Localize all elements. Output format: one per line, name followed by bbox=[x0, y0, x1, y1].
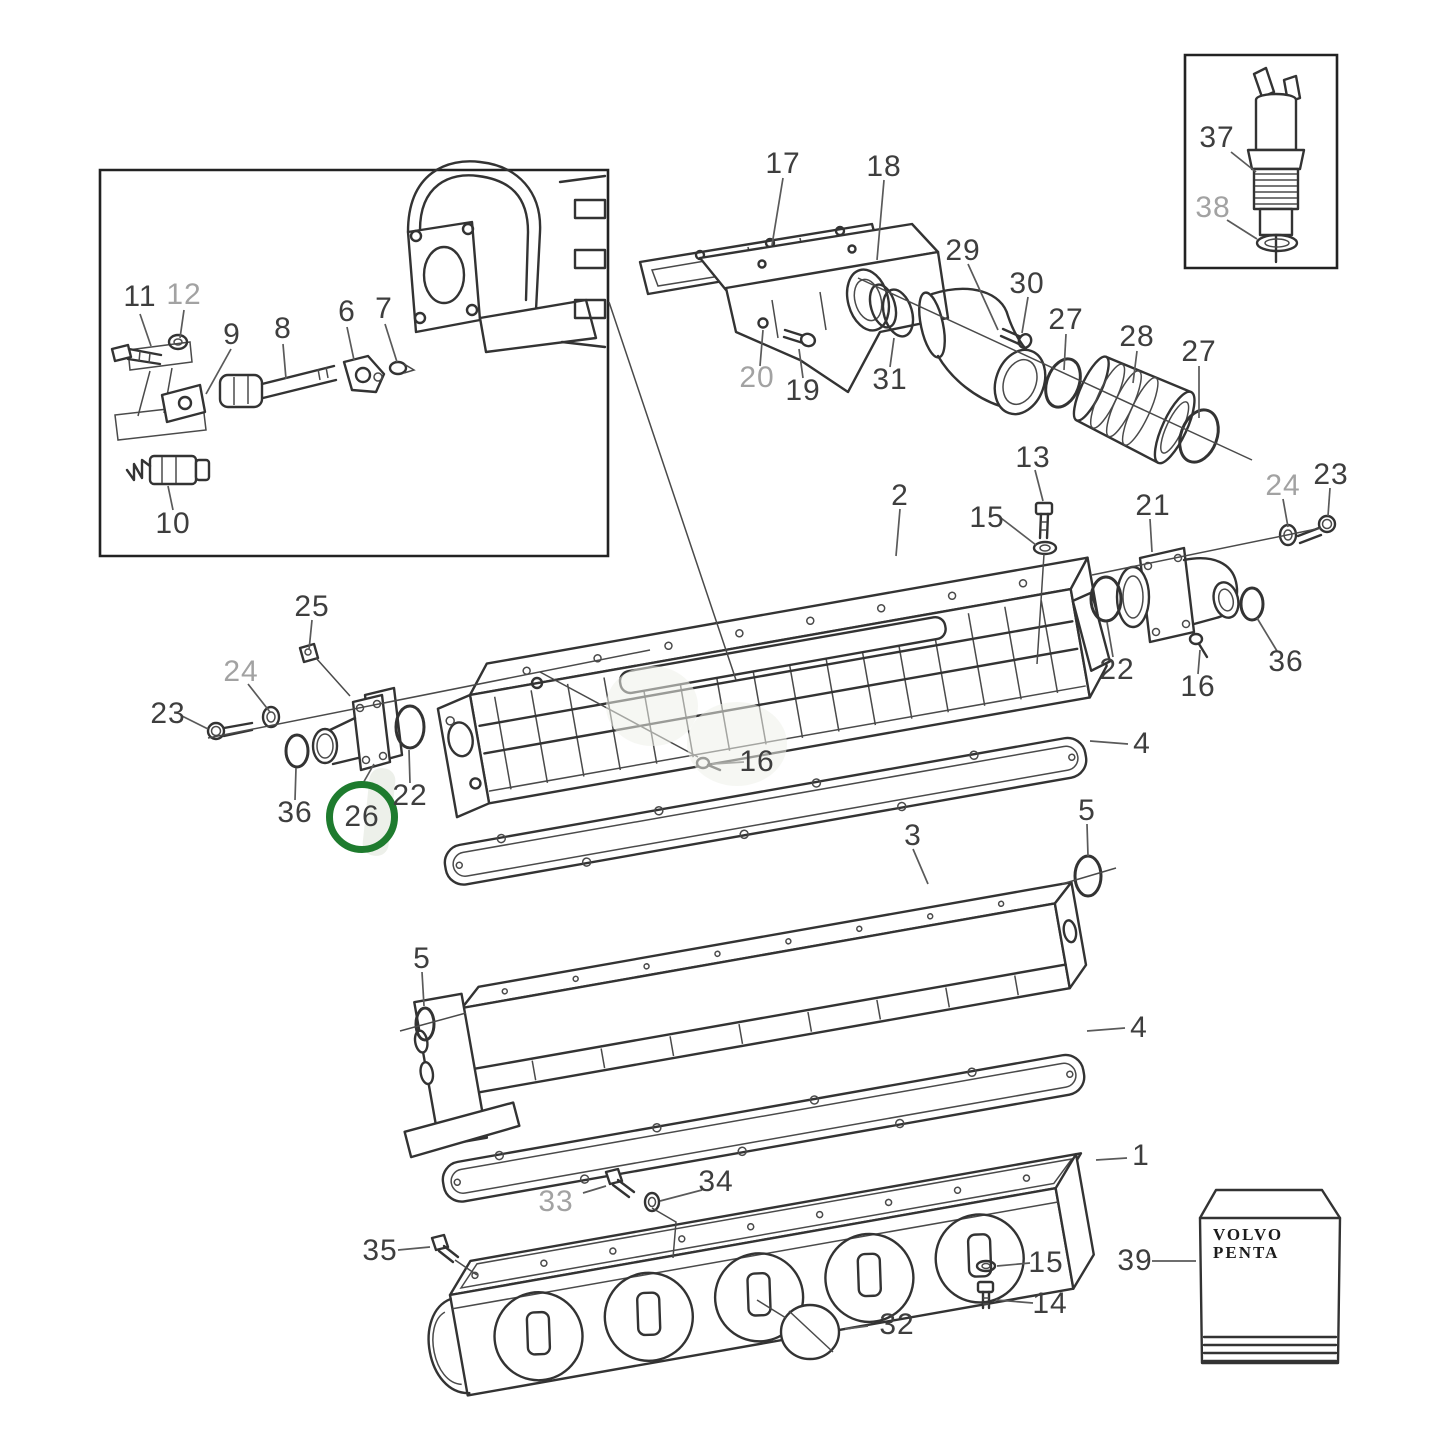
pin-7 bbox=[390, 362, 406, 374]
callout-39[interactable]: 39 bbox=[1117, 1244, 1153, 1277]
o-ring-5-left bbox=[416, 1008, 434, 1040]
bolt-19 bbox=[784, 330, 817, 348]
callout-13[interactable]: 13 bbox=[1015, 441, 1051, 474]
callout-12[interactable]: 12 bbox=[166, 278, 202, 311]
highlight-ring-part-26[interactable]: 26 bbox=[326, 781, 398, 853]
callout-5[interactable]: 5 bbox=[413, 942, 431, 975]
bolt-14 bbox=[978, 1282, 993, 1308]
o-ring-36-right bbox=[1241, 588, 1263, 620]
callout-22[interactable]: 22 bbox=[392, 779, 428, 812]
o-ring-27a bbox=[1039, 354, 1086, 412]
callout-31[interactable]: 31 bbox=[872, 363, 908, 396]
callout-22[interactable]: 22 bbox=[1099, 653, 1135, 686]
callout-2[interactable]: 2 bbox=[891, 479, 909, 512]
callout-9[interactable]: 9 bbox=[223, 318, 241, 351]
callout-27[interactable]: 27 bbox=[1048, 303, 1084, 336]
callout-36[interactable]: 36 bbox=[1268, 645, 1304, 678]
gasket-kit-box-39: VOLVO PENTA bbox=[1200, 1190, 1340, 1363]
heat-exchanger-housing-2 bbox=[432, 557, 1117, 817]
housing-port-hole bbox=[532, 678, 542, 688]
callout-11[interactable]: 11 bbox=[123, 280, 157, 313]
o-ring-36-left bbox=[286, 735, 308, 767]
callout-34[interactable]: 34 bbox=[698, 1165, 734, 1198]
callout-32[interactable]: 32 bbox=[879, 1308, 915, 1341]
callout-4[interactable]: 4 bbox=[1133, 727, 1151, 760]
gasket-4-upper bbox=[441, 732, 1089, 890]
callout-24[interactable]: 24 bbox=[1265, 469, 1301, 502]
link-6 bbox=[344, 356, 384, 392]
callout-16[interactable]: 16 bbox=[739, 745, 775, 778]
elbow-21 bbox=[1117, 548, 1242, 642]
callout-25[interactable]: 25 bbox=[294, 590, 330, 623]
callout-10[interactable]: 10 bbox=[155, 507, 191, 540]
brand-text-penta: PENTA bbox=[1213, 1243, 1279, 1262]
callout-16[interactable]: 16 bbox=[1180, 670, 1216, 703]
callout-28[interactable]: 28 bbox=[1119, 320, 1155, 353]
bolt-13 bbox=[1036, 503, 1052, 538]
callout-8[interactable]: 8 bbox=[274, 312, 292, 345]
callout-29[interactable]: 29 bbox=[945, 234, 981, 267]
callout-15[interactable]: 15 bbox=[969, 501, 1005, 534]
sensor-25 bbox=[300, 644, 350, 696]
callout-23[interactable]: 23 bbox=[150, 697, 186, 730]
callout-26[interactable]: 26 bbox=[344, 800, 380, 833]
callout-1[interactable]: 1 bbox=[1132, 1139, 1150, 1172]
washer-24-left bbox=[263, 707, 279, 727]
callout-20[interactable]: 20 bbox=[739, 361, 775, 394]
inset-box-thermostat-assembly bbox=[100, 161, 608, 556]
callout-37[interactable]: 37 bbox=[1199, 121, 1235, 154]
washer-34 bbox=[645, 1193, 659, 1211]
bolt-33 bbox=[606, 1169, 634, 1197]
pin-20 bbox=[759, 319, 768, 328]
callout-14[interactable]: 14 bbox=[1032, 1287, 1068, 1320]
callout-7[interactable]: 7 bbox=[375, 292, 393, 325]
washer-38 bbox=[1257, 235, 1297, 251]
o-ring-27b bbox=[1173, 404, 1225, 467]
end-cover-32 bbox=[781, 1305, 839, 1359]
clevis-9 bbox=[162, 385, 205, 422]
brand-text-volvo: VOLVO bbox=[1213, 1225, 1283, 1244]
callout-30[interactable]: 30 bbox=[1009, 267, 1045, 300]
heat-exchanger-core-3 bbox=[382, 882, 1098, 1157]
o-ring-22-left bbox=[396, 706, 424, 748]
callout-6[interactable]: 6 bbox=[338, 295, 356, 328]
callout-38[interactable]: 38 bbox=[1195, 191, 1231, 224]
washer-15-bottom bbox=[977, 1261, 995, 1271]
callout-18[interactable]: 18 bbox=[866, 150, 902, 183]
callout-33[interactable]: 33 bbox=[538, 1185, 574, 1218]
callout-17[interactable]: 17 bbox=[765, 147, 801, 180]
leader-lines bbox=[140, 152, 1330, 1329]
callout-24[interactable]: 24 bbox=[223, 655, 259, 688]
washer-15-right bbox=[1034, 542, 1056, 554]
o-ring-22-right bbox=[1091, 577, 1121, 621]
callout-36[interactable]: 36 bbox=[277, 796, 313, 829]
callout-3[interactable]: 3 bbox=[904, 819, 922, 852]
bolt-11 bbox=[112, 345, 131, 361]
callout-5[interactable]: 5 bbox=[1078, 794, 1096, 827]
gasket-4-lower bbox=[439, 1049, 1087, 1207]
callout-35[interactable]: 35 bbox=[362, 1234, 398, 1267]
callout-27[interactable]: 27 bbox=[1181, 335, 1217, 368]
callout-19[interactable]: 19 bbox=[785, 374, 821, 407]
ring-31b bbox=[878, 286, 918, 340]
sender-10 bbox=[127, 456, 209, 484]
callout-4[interactable]: 4 bbox=[1130, 1011, 1148, 1044]
inset-box-sensor bbox=[1185, 55, 1337, 268]
callout-15[interactable]: 15 bbox=[1028, 1246, 1064, 1279]
nut-8 bbox=[220, 375, 262, 407]
sensor-37 bbox=[1248, 68, 1304, 262]
callout-23[interactable]: 23 bbox=[1313, 458, 1349, 491]
washer-12 bbox=[169, 335, 187, 349]
screw-16-right bbox=[1190, 634, 1207, 657]
bellows-28 bbox=[1066, 349, 1202, 468]
bolt-35 bbox=[432, 1235, 458, 1262]
connection-flange-26 bbox=[313, 688, 402, 770]
callout-21[interactable]: 21 bbox=[1135, 489, 1171, 522]
elbow-29 bbox=[914, 289, 1053, 421]
